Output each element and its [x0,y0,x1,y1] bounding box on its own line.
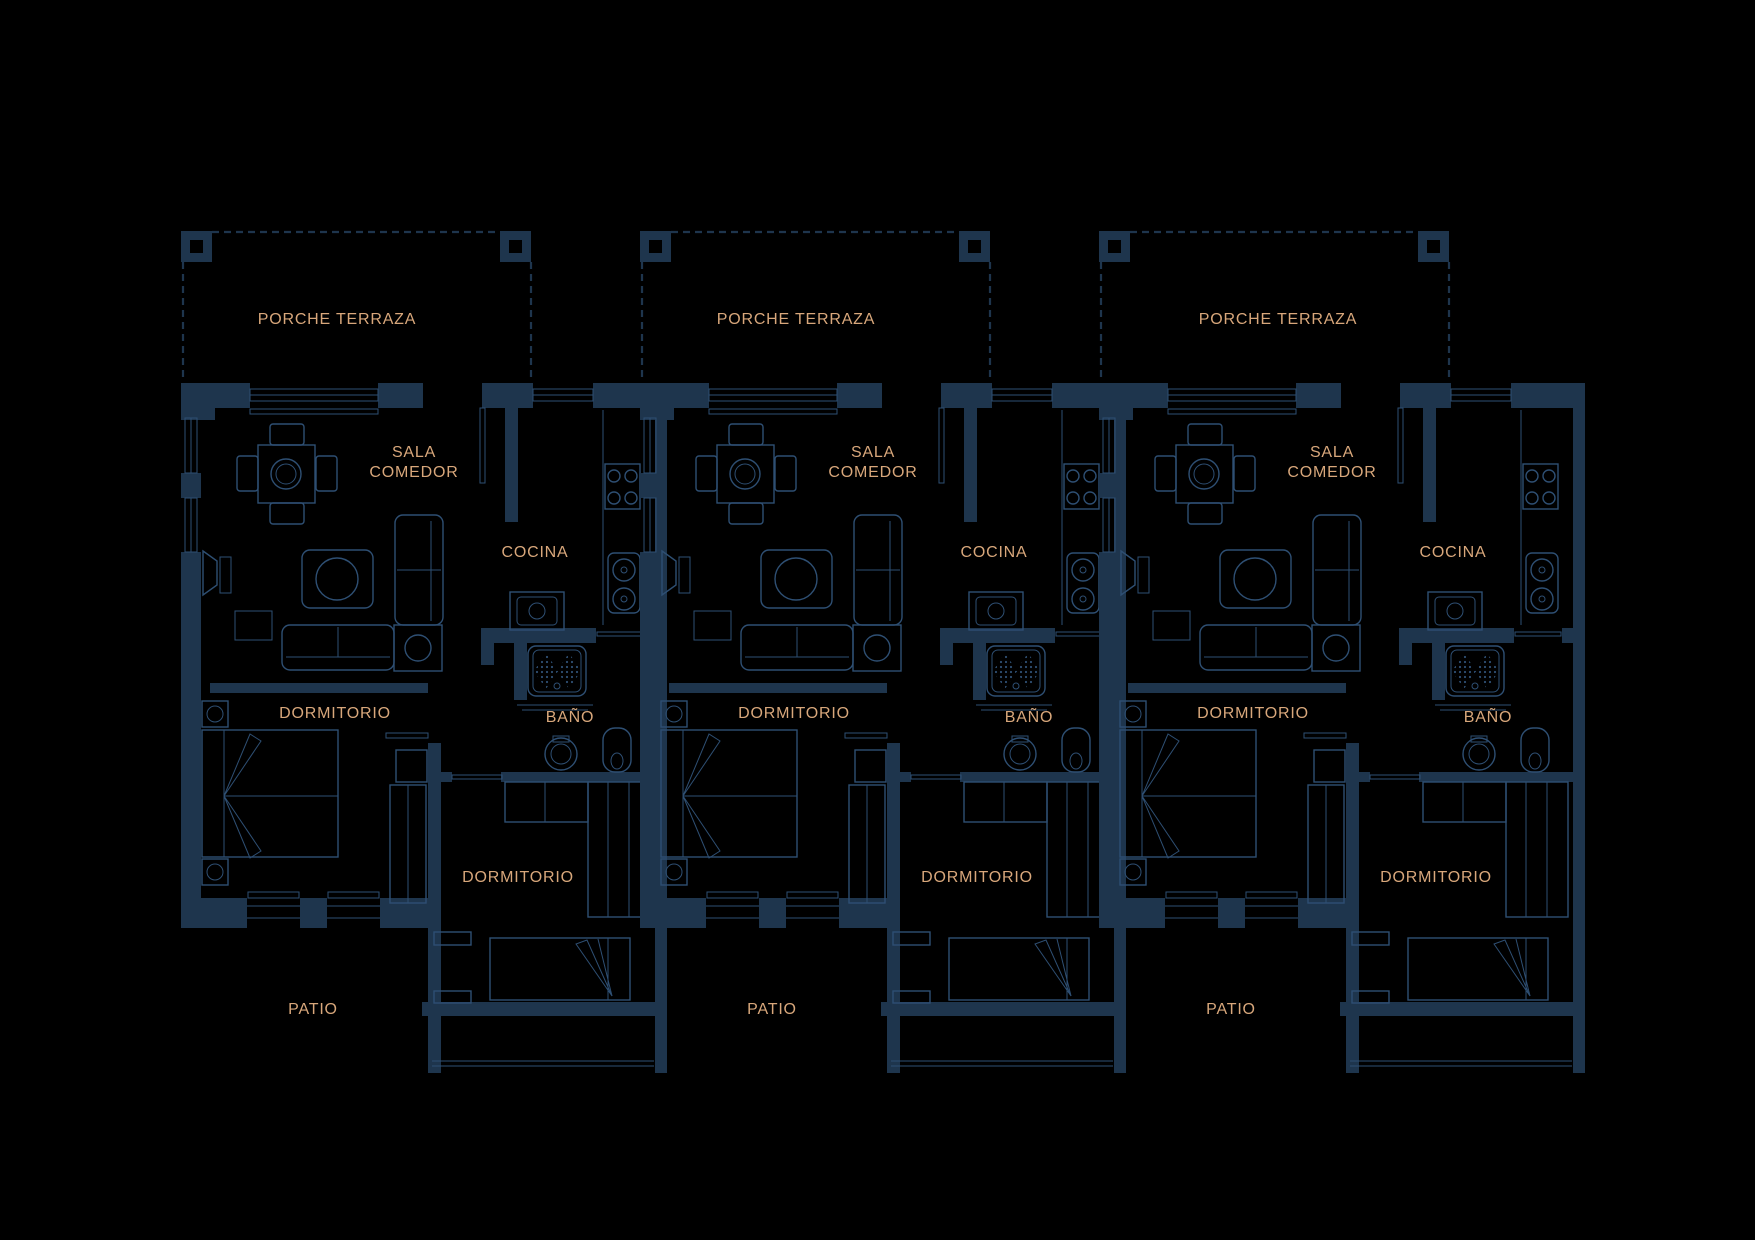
unit-drawing [1097,229,1587,1075]
room-label-patio: PATIO [747,1001,797,1018]
room-label-patio: PATIO [288,1001,338,1018]
room-label-living-line1: SALA [1310,444,1354,461]
room-label-porch-terrace: PORCHE TERRAZA [717,311,875,328]
room-label-main-bedroom: DORMITORIO [738,705,850,722]
room-label-main-bedroom: DORMITORIO [1197,705,1309,722]
room-label-porch-terrace: PORCHE TERRAZA [258,311,416,328]
room-label-bathroom: BAÑO [1464,706,1513,726]
room-label-living-line2: COMEDOR [828,464,917,481]
room-label-living-line2: COMEDOR [369,464,458,481]
unit-2: PORCHE TERRAZA SALA COMEDOR COCINA DORMI… [638,229,1128,1075]
room-label-patio: PATIO [1206,1001,1256,1018]
unit-drawing [179,229,669,1075]
room-label-second-bedroom: DORMITORIO [921,869,1033,886]
room-label-living-line2: COMEDOR [1287,464,1376,481]
room-label-second-bedroom: DORMITORIO [462,869,574,886]
room-label-second-bedroom: DORMITORIO [1380,869,1492,886]
unit-3: PORCHE TERRAZA SALA COMEDOR COCINA DORMI… [1097,229,1587,1075]
room-label-kitchen: COCINA [1419,544,1486,561]
room-label-porch-terrace: PORCHE TERRAZA [1199,311,1357,328]
room-label-kitchen: COCINA [501,544,568,561]
room-label-bathroom: BAÑO [546,706,595,726]
room-label-bathroom: BAÑO [1005,706,1054,726]
room-label-living-line1: SALA [392,444,436,461]
room-label-kitchen: COCINA [960,544,1027,561]
room-label-main-bedroom: DORMITORIO [279,705,391,722]
room-label-living-line1: SALA [851,444,895,461]
unit-1: PORCHE TERRAZA SALA COMEDOR COCINA DORMI… [179,229,669,1075]
unit-drawing [638,229,1128,1075]
